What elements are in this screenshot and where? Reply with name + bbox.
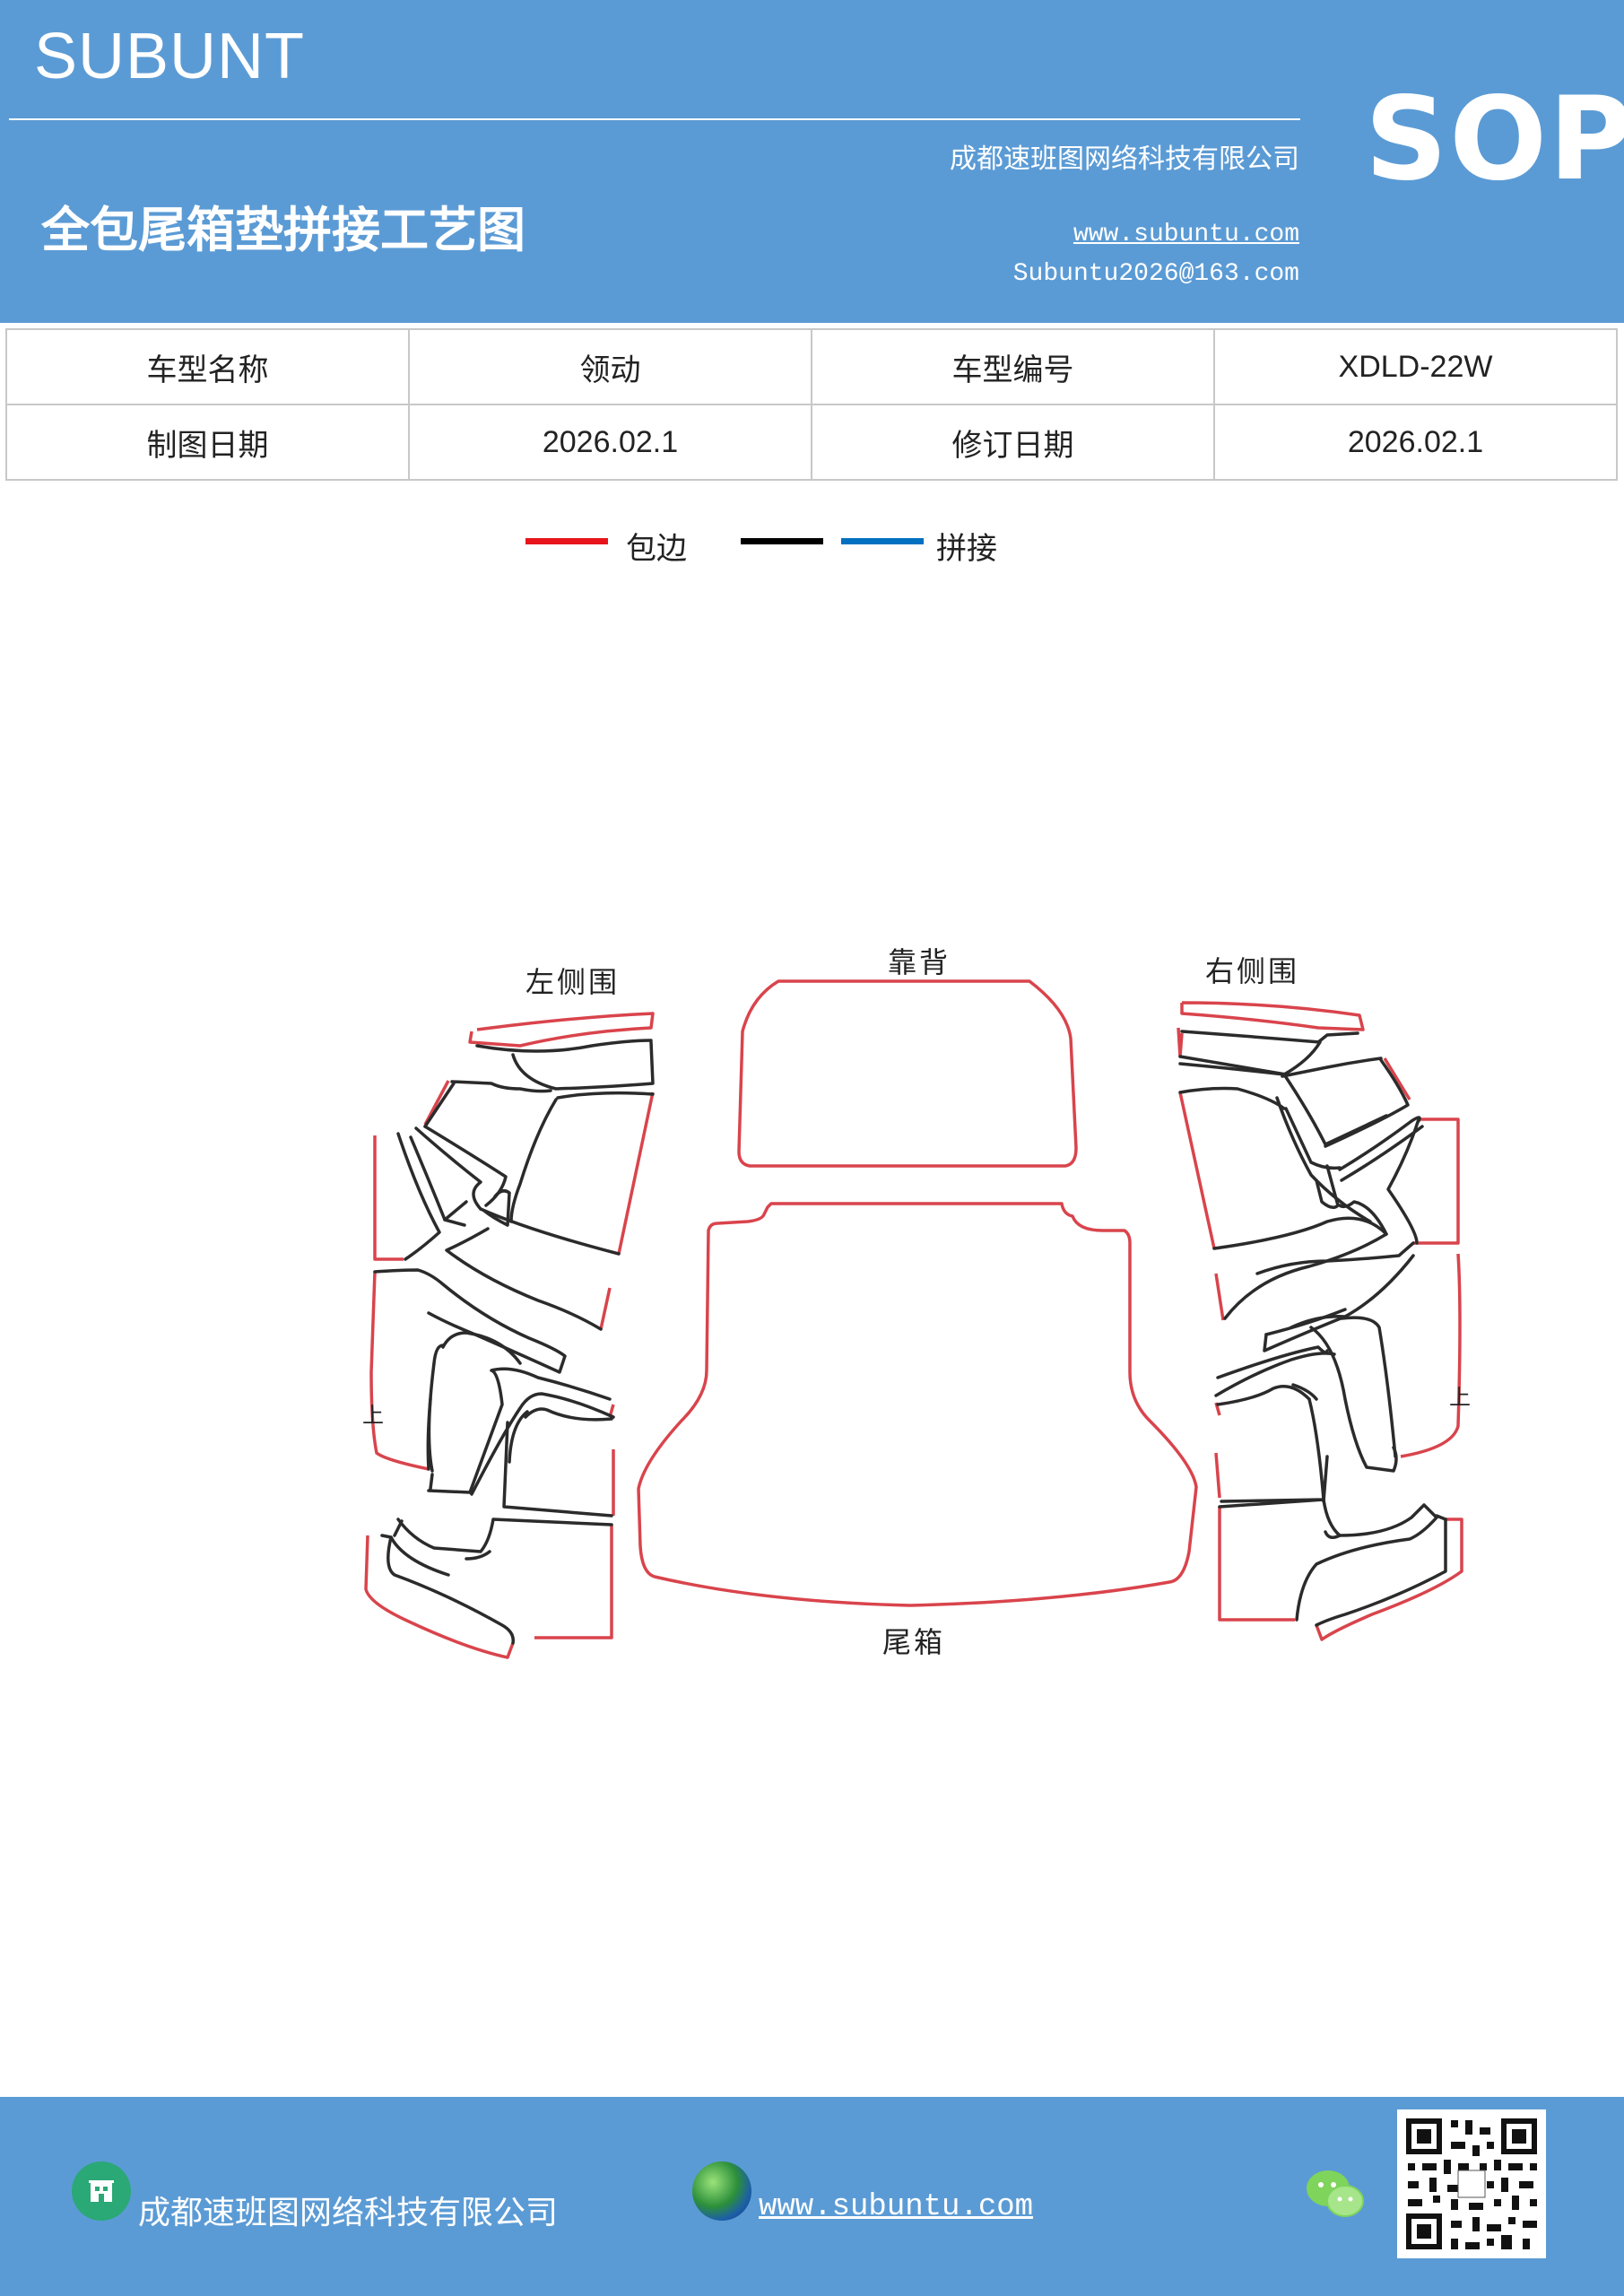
header-website-link[interactable]: www.subuntu.com [1073, 221, 1299, 248]
right-strip-top [1180, 1001, 1365, 1031]
label-backrest: 靠背 [888, 945, 951, 979]
qr-code-icon[interactable] [1397, 2109, 1546, 2258]
legend: 包边 拼接 [0, 524, 1624, 578]
info-table: 车型名称 领动 车型编号 XDLD-22W 制图日期 2026.02.1 修订日… [5, 328, 1618, 481]
label-up-right: 上 [1449, 1385, 1471, 1410]
header-email[interactable]: Subuntu2026@163.com [1012, 260, 1299, 288]
legend-line-splice [841, 538, 924, 544]
right-edge-top [1383, 1057, 1411, 1100]
label-left-side: 左侧围 [525, 965, 621, 999]
left-edge-upper [373, 1135, 404, 1261]
legend-label-edge: 包边 [626, 531, 687, 567]
label-trunk: 尾箱 [882, 1625, 946, 1659]
footer-website-link[interactable]: www.subuntu.com [759, 2190, 1034, 2224]
right-edge-left [1178, 1091, 1225, 1321]
backrest-panel [737, 979, 1078, 1168]
right-bottom-outer [1315, 1518, 1463, 1641]
label-model-code: 车型编号 [811, 328, 1215, 405]
left-bottom-outer [364, 1535, 515, 1659]
value-draw-date: 2026.02.1 [408, 404, 812, 481]
label-revise-date: 修订日期 [811, 404, 1215, 481]
label-model-name: 车型名称 [5, 328, 410, 405]
label-right-side: 右侧围 [1205, 954, 1300, 988]
wechat-icon[interactable] [1304, 2167, 1367, 2221]
value-model-code: XDLD-22W [1213, 328, 1618, 405]
header-company: 成都速班图网络科技有限公司 [950, 144, 1299, 175]
left-edge-mid [369, 1271, 430, 1471]
legend-line-edge [525, 538, 608, 544]
left-edge-right [599, 1091, 655, 1330]
left-strip-top [468, 1012, 655, 1048]
label-up-left: 上 [362, 1403, 384, 1428]
legend-line-black [741, 538, 823, 544]
globe-icon [692, 2161, 751, 2221]
table-row: 车型名称 领动 车型编号 XDLD-22W [5, 328, 1618, 405]
legend-label-splice: 拼接 [936, 531, 997, 567]
label-draw-date: 制图日期 [5, 404, 410, 481]
header-banner: SUBUNT 成都速班图网络科技有限公司 全包尾箱垫拼接工艺图 www.subu… [0, 0, 1624, 323]
building-icon [72, 2161, 131, 2221]
table-row: 制图日期 2026.02.1 修订日期 2026.02.1 [5, 404, 1618, 481]
brand-name: SUBUNT [34, 21, 306, 92]
footer-company: 成都速班图网络科技有限公司 [138, 2195, 559, 2231]
right-edge-outer [1413, 1118, 1460, 1245]
footer-banner: 成都速班图网络科技有限公司 www.subuntu.com [0, 2097, 1624, 2296]
value-model-name: 领动 [408, 328, 812, 405]
document-title: 全包尾箱垫拼接工艺图 [41, 201, 525, 258]
right-edge-mid [1400, 1253, 1462, 1458]
sop-badge: SOP [1365, 73, 1624, 206]
trunk-floor-panel [637, 1202, 1198, 1607]
right-bottom-strip [1214, 1402, 1295, 1622]
value-revise-date: 2026.02.1 [1213, 404, 1618, 481]
pattern-diagram [364, 979, 1463, 1659]
header-divider [9, 118, 1300, 120]
left-piece-outer [423, 1080, 450, 1126]
